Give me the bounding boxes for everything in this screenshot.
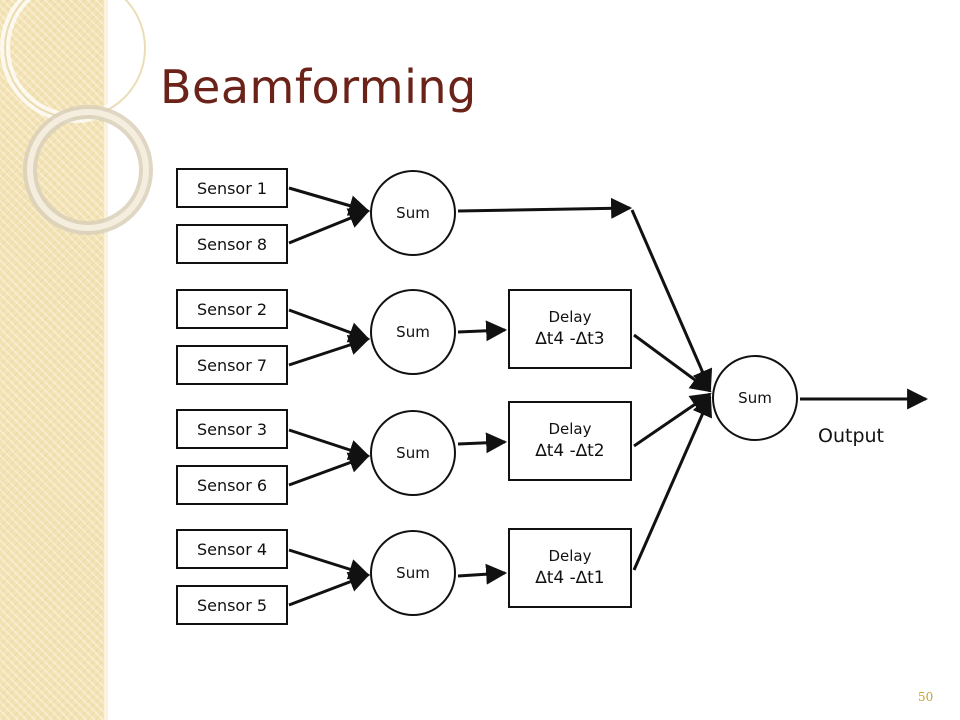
output-label: Output	[818, 425, 884, 447]
delay-2-label: Delay	[548, 420, 592, 439]
sensor-6-box: Sensor 6	[176, 465, 288, 505]
wire-top-final	[630, 209, 713, 391]
delay-box-3: Delay ∆t4 -∆t1	[508, 528, 632, 608]
delay-1-expression: ∆t4 -∆t3	[535, 328, 605, 349]
delay-3-expression: ∆t4 -∆t1	[535, 567, 605, 588]
wire-sensor6-sum3	[288, 452, 370, 487]
wire-sum3-delay2	[457, 432, 508, 454]
sum-node-1: Sum	[370, 170, 456, 256]
sum-node-3: Sum	[370, 410, 456, 496]
page-number: 50	[918, 690, 934, 704]
sensor-3-box: Sensor 3	[176, 409, 288, 449]
delay-box-2: Delay ∆t4 -∆t2	[508, 401, 632, 481]
delay-2-expression: ∆t4 -∆t2	[535, 440, 605, 461]
wire-delay1-final	[633, 333, 712, 393]
sum-node-2: Sum	[370, 289, 456, 375]
wire-sensor1-sum1	[288, 186, 371, 216]
sensor-1-box: Sensor 1	[176, 168, 288, 208]
sensor-5-box: Sensor 5	[176, 585, 288, 625]
wire-sensor2-sum2	[288, 308, 370, 343]
sensor-2-box: Sensor 2	[176, 289, 288, 329]
decorative-circles	[0, 0, 153, 235]
sum-node-final: Sum	[712, 355, 798, 441]
wire-sensor3-sum3	[288, 428, 370, 461]
sum-node-4: Sum	[370, 530, 456, 616]
wire-sum2-delay1	[457, 320, 508, 342]
delay-3-label: Delay	[548, 547, 592, 566]
sensor-4-box: Sensor 4	[176, 529, 288, 569]
wire-sum4-delay3	[457, 563, 508, 585]
sensor-8-box: Sensor 8	[176, 224, 288, 264]
wire-sensor7-sum2	[288, 334, 370, 367]
wire-sensor8-sum1	[288, 208, 370, 245]
wire-delay3-final	[632, 395, 713, 571]
side-band-edge	[104, 0, 108, 720]
sensor-7-box: Sensor 7	[176, 345, 288, 385]
delay-box-1: Delay ∆t4 -∆t3	[508, 289, 632, 369]
wire-sum1-top	[457, 197, 633, 219]
wire-sensor5-sum4	[288, 571, 370, 607]
wire-sensor4-sum4	[288, 548, 371, 580]
slide-title: Beamforming	[160, 60, 477, 114]
delay-1-label: Delay	[548, 308, 592, 327]
